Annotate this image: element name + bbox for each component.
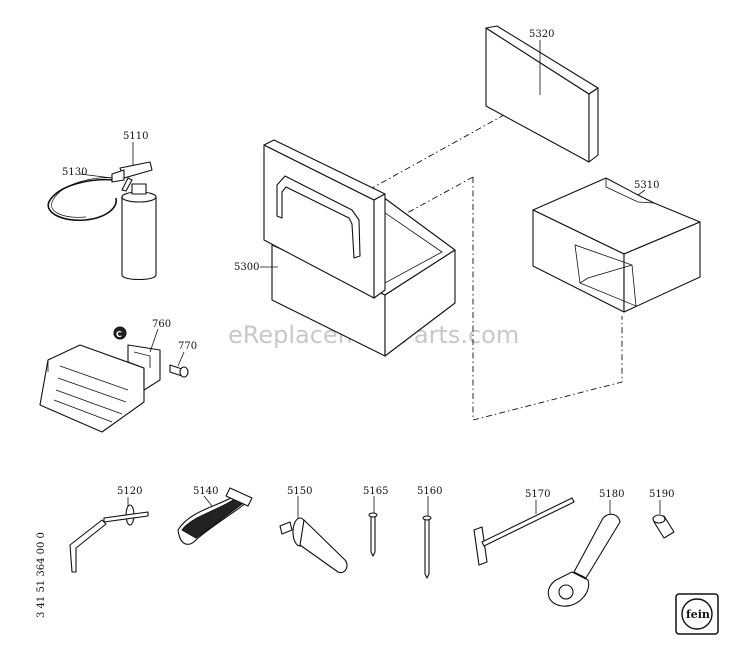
label-5110: 5110 xyxy=(123,131,148,142)
label-5130: 5130 xyxy=(62,167,87,178)
part-5120-hook-tool[interactable] xyxy=(69,504,149,573)
part-5180-ratchet[interactable] xyxy=(547,513,621,607)
part-5165-short-pin[interactable] xyxy=(368,512,378,557)
label-5190: 5190 xyxy=(649,489,674,500)
part-5320-foam-panel[interactable] xyxy=(485,25,599,163)
part-5150-side-handle[interactable] xyxy=(279,517,348,574)
label-5165: 5165 xyxy=(363,486,388,497)
part-5190-socket[interactable] xyxy=(652,514,675,539)
label-5140: 5140 xyxy=(193,486,218,497)
part-5110-spray-bottle[interactable] xyxy=(111,161,157,281)
label-5120: 5120 xyxy=(117,486,142,497)
part-770-screw[interactable] xyxy=(169,364,189,378)
callout-c-letter: C xyxy=(116,330,122,339)
logo-text: fein xyxy=(686,608,710,621)
document-number: 3 41 51 364 00 0 xyxy=(36,532,47,618)
part-5300-carrying-case[interactable] xyxy=(263,139,456,357)
part-labels: 5320 5310 5300 5110 5130 760 770 5120 51… xyxy=(62,29,674,500)
part-5160-long-pin[interactable] xyxy=(422,515,432,579)
label-5320: 5320 xyxy=(529,29,554,40)
fein-logo: fein xyxy=(675,593,719,635)
callout-c: C xyxy=(113,326,127,340)
label-5310: 5310 xyxy=(634,180,659,191)
part-5310-foam-insert[interactable] xyxy=(532,177,701,313)
label-5180: 5180 xyxy=(599,489,624,500)
label-770: 770 xyxy=(178,341,197,352)
label-5150: 5150 xyxy=(287,486,312,497)
label-5160: 5160 xyxy=(417,486,442,497)
leader-lines xyxy=(79,40,661,518)
part-760-holder-bracket[interactable] xyxy=(39,344,161,433)
label-5170: 5170 xyxy=(525,489,550,500)
part-5140-strap[interactable] xyxy=(177,487,253,545)
label-5300: 5300 xyxy=(234,262,259,273)
part-5130-hose[interactable] xyxy=(47,177,117,222)
part-5170-t-wrench[interactable] xyxy=(473,497,575,566)
label-760: 760 xyxy=(152,319,171,330)
